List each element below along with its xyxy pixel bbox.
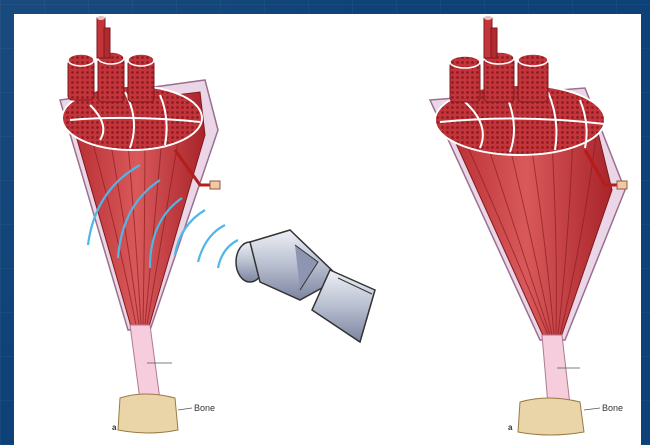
left-bone-label: Bone [194,403,215,413]
left-fascicle-bundles [68,16,154,102]
left-muscle: Bone a [60,16,220,433]
right-panel-label: a [508,423,513,432]
right-fascicle-bundles [450,16,548,102]
right-muscle: Bone a [430,16,627,435]
ultrasound-transducer-icon [236,230,375,342]
right-tendon [542,335,570,405]
left-bone [118,394,178,433]
right-bone [518,398,584,435]
right-bone-label: Bone [602,403,623,413]
left-panel-label: a [112,423,117,432]
left-tendon [130,325,160,400]
